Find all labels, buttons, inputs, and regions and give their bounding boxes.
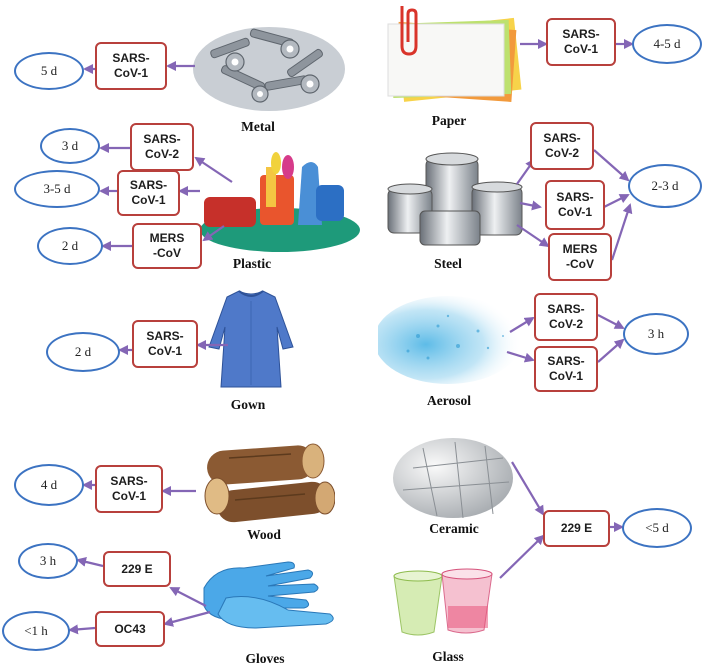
time-steel: 2-3 d (628, 164, 702, 208)
arrow-plastic-to-v1 (194, 156, 233, 183)
material-label-aerosol: Aerosol (427, 393, 471, 408)
ceramic-tiles-image (393, 438, 513, 519)
material-label-steel: Steel (434, 256, 462, 271)
time-metal: 5 d (14, 52, 84, 90)
virus-box-aerosol-1: SARS- CoV-2 (534, 293, 598, 341)
metal-bolts-image (193, 27, 345, 111)
virus-box-gloves-2: OC43 (95, 611, 165, 647)
gloves-image (203, 561, 334, 629)
time-aerosol: 3 h (623, 313, 689, 355)
material-label-glass: Glass (432, 649, 464, 664)
glass-cups-image (393, 568, 493, 636)
arrow-gloves-to-v1 (169, 587, 207, 607)
virus-box-metal: SARS- CoV-1 (95, 42, 167, 90)
arrow-glass-to-virus (499, 534, 545, 579)
material-label-gloves: Gloves (245, 651, 285, 666)
virus-box-wood: SARS- CoV-1 (95, 465, 163, 513)
time-gown: 2 d (46, 332, 120, 372)
arrow-gloves-to-v2 (163, 610, 211, 627)
material-label-paper: Paper (431, 113, 467, 128)
virus-box-gloves-1: 229 E (103, 551, 171, 587)
arrow-aerosol-v2-to-time (597, 338, 625, 363)
material-label-gown: Gown (230, 397, 266, 412)
time-plastic-1: 3 d (40, 128, 100, 164)
time-ceramic-glass: <5 d (622, 508, 692, 548)
plastic-items-image (200, 152, 360, 252)
arrow-plastic-to-v3 (202, 225, 225, 242)
virus-box-steel-3: MERS -CoV (548, 233, 612, 281)
time-wood: 4 d (14, 464, 84, 506)
arrow-aerosol-to-v1 (509, 316, 535, 333)
virus-box-steel-1: SARS- CoV-2 (530, 122, 594, 170)
wood-logs-image (204, 443, 335, 523)
arrow-steel-v1-to-time (593, 149, 630, 182)
time-plastic-3: 2 d (37, 227, 103, 265)
arrow-aerosol-to-v2 (506, 350, 535, 363)
material-label-metal: Metal (241, 119, 275, 134)
arrow-steel-to-v2 (519, 200, 542, 211)
arrow-steel-to-v3 (516, 224, 550, 248)
time-gloves-2: <1 h (2, 611, 70, 651)
time-gloves-1: 3 h (18, 543, 78, 579)
arrow-gloves-v1-to-time (76, 557, 104, 568)
virus-box-gown: SARS- CoV-1 (132, 320, 198, 368)
time-plastic-2: 3-5 d (14, 170, 100, 208)
gown-image (208, 290, 294, 388)
arrow-steel-v3-to-time (610, 203, 633, 261)
arrow-steel-v2-to-time (603, 194, 630, 208)
arrow-aerosol-v1-to-time (597, 314, 625, 329)
aerosol-spray-image (378, 296, 522, 384)
virus-box-paper: SARS- CoV-1 (546, 18, 616, 66)
virus-box-plastic-1: SARS- CoV-2 (130, 123, 194, 171)
arrow-ceramic-to-virus (511, 461, 545, 516)
steel-pots-image (387, 152, 523, 246)
material-label-plastic: Plastic (232, 256, 272, 271)
paper-notes-image (387, 6, 522, 102)
material-label-wood: Wood (247, 527, 281, 542)
time-paper: 4-5 d (632, 24, 702, 64)
virus-box-ceramic-glass: 229 E (543, 510, 610, 547)
virus-box-plastic-3: MERS -CoV (132, 223, 202, 269)
virus-box-steel-2: SARS- CoV-1 (545, 180, 605, 230)
material-label-ceramic: Ceramic (429, 521, 479, 536)
arrow-gloves-v2-to-time (68, 624, 96, 635)
virus-box-plastic-2: SARS- CoV-1 (117, 170, 180, 216)
virus-box-aerosol-2: SARS- CoV-1 (534, 346, 598, 392)
